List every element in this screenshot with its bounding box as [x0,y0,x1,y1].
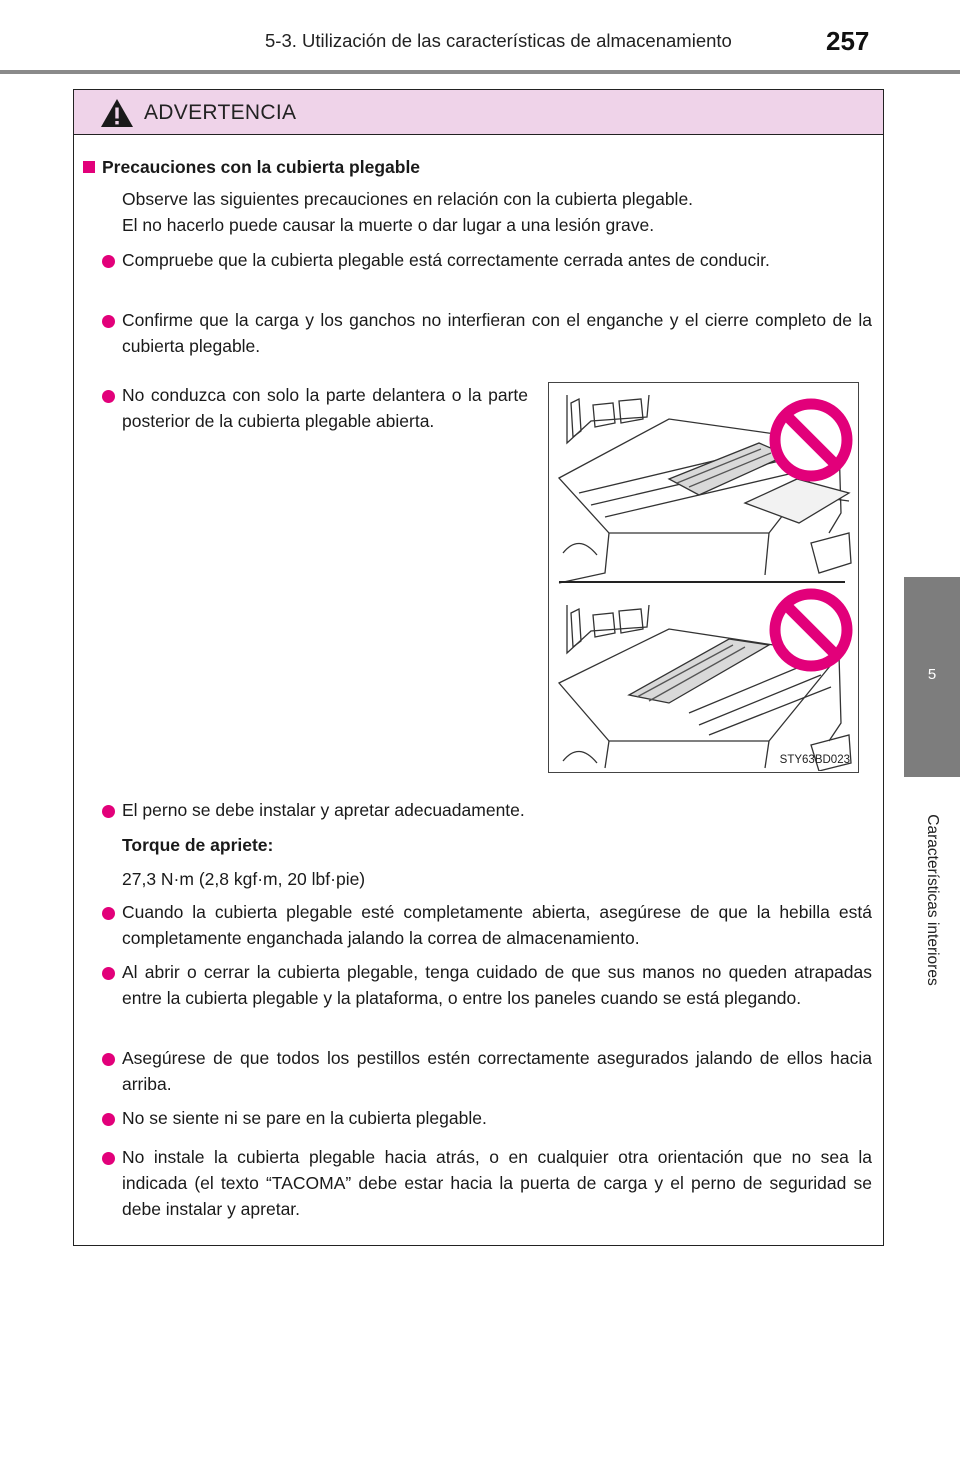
bullet-text: Asegúrese de que todos los pestillos est… [122,1048,872,1094]
torque-label: Torque de apriete: [122,835,274,855]
torque-value: 27,3 N·m (2,8 kgf·m, 20 lbf·pie) [122,869,366,889]
bullet-icon [102,255,115,268]
chapter-number: 5 [927,666,937,683]
intro-line-1: Observe las siguientes precauciones en r… [122,189,694,209]
bullet-icon [102,390,115,403]
prohibition-icon [769,588,853,672]
bullet-icon [102,1113,115,1126]
header-divider [0,70,960,74]
bullet-text: El perno se debe instalar y apretar adec… [122,800,525,820]
chapter-title: Características interiores [924,814,941,986]
section-square-icon [83,161,95,173]
bullet-text: Compruebe que la cubierta plegable está … [122,250,770,270]
page-number: 257 [826,26,870,56]
bullet-icon [102,1053,115,1066]
figure-code: STY63BD023 [779,754,850,766]
bullet-text: Cuando la cubierta plegable esté complet… [122,902,872,948]
warning-heading: Precauciones con la cubierta plegable [102,157,421,177]
bullet-icon [102,1152,115,1165]
bullet-icon [102,907,115,920]
warning-header: ADVERTENCIA [74,90,883,135]
bullet-icon [102,967,115,980]
warning-box: ADVERTENCIA Precauciones con la cubierta… [73,89,884,1246]
bullet-text: No conduzca con solo la parte delantera … [122,385,528,431]
bullet-text: Al abrir o cerrar la cubierta plegable, … [122,962,872,1008]
warning-title: ADVERTENCIA [144,101,297,124]
truck-bed-illustration [557,394,853,772]
section-title: 5-3. Utilización de las características … [265,30,732,51]
bullet-icon [102,315,115,328]
chapter-tab [904,577,960,777]
prohibition-icon [769,398,853,482]
bullet-text: Confirme que la carga y los ganchos no i… [122,310,872,356]
intro-line-2: El no hacerlo puede causar la muerte o d… [122,215,655,235]
bullet-text: No se siente ni se pare en la cubierta p… [122,1108,487,1128]
bullet-icon [102,805,115,818]
bullet-text: No instale la cubierta plegable hacia at… [122,1147,872,1219]
tonneau-cover-figure: STY63BD023 [548,382,859,773]
warning-triangle-icon [101,99,133,127]
